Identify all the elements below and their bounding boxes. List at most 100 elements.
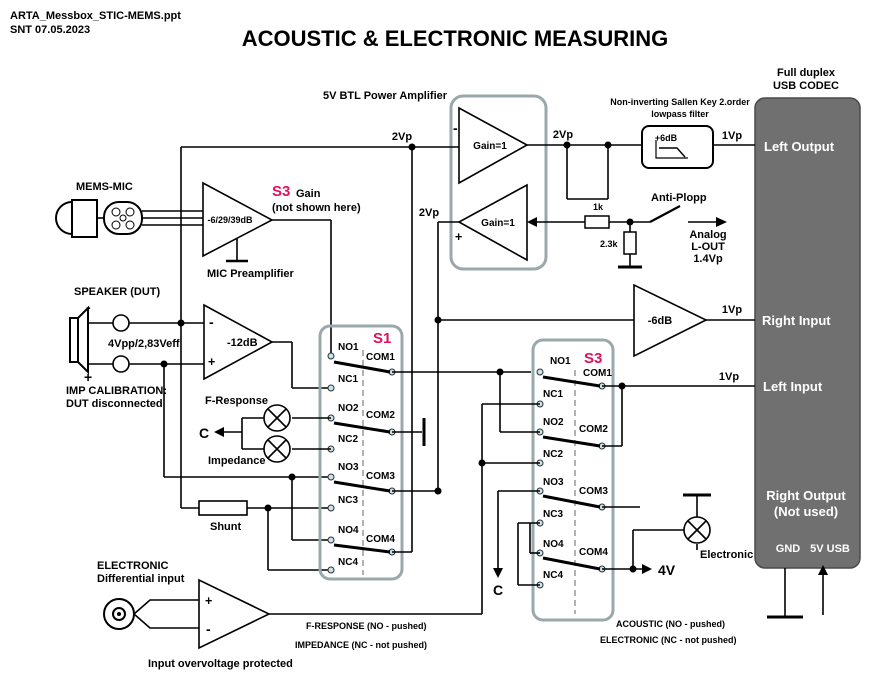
s1-no1: NO1 xyxy=(338,342,359,353)
s3-nc2: NC2 xyxy=(543,449,563,460)
s3-name: S3 xyxy=(584,350,602,367)
junction xyxy=(604,141,612,149)
s1-switch-4 xyxy=(333,543,391,554)
right-input-amp xyxy=(633,283,708,358)
arrow-c-left xyxy=(214,427,224,437)
s3-gain-note-2: (not shown here) xyxy=(272,202,361,214)
wire-diff-plus xyxy=(133,599,199,615)
imp-cal-1: IMP CALIBRATION: xyxy=(66,385,167,397)
author-date: SNT 07.05.2023 xyxy=(10,24,90,36)
power-amp-top-minus: - xyxy=(453,120,458,136)
lowpass-gain: +6dB xyxy=(655,133,678,143)
codec-left-output: Left Output xyxy=(764,139,835,154)
s3-com3: COM3 xyxy=(579,486,608,497)
mic-pin xyxy=(125,220,135,230)
s1-nc4-pin xyxy=(327,566,335,574)
s3-nc1: NC1 xyxy=(543,389,563,400)
resistor-2-3k-label: 2.3k xyxy=(600,239,619,249)
s1-no3-pin xyxy=(327,473,335,481)
right-input-level: 1Vp xyxy=(722,304,742,316)
codec-right-input: Right Input xyxy=(762,313,831,328)
speaker-plus: + xyxy=(84,369,92,385)
s3-gain-name: S3 xyxy=(272,183,290,200)
s3-com4: COM4 xyxy=(579,547,608,558)
power-amp-bottom-plus: + xyxy=(455,230,462,244)
s1-switch-1 xyxy=(333,360,391,374)
mic-pin xyxy=(111,220,121,230)
s3-no3: NO3 xyxy=(543,477,564,488)
c-right-label: C xyxy=(493,582,503,598)
s1-nc1: NC1 xyxy=(338,374,358,385)
anti-plopp-label: Anti-Plopp xyxy=(651,192,707,204)
s1-no1-pin xyxy=(327,352,335,360)
s1-com3: COM3 xyxy=(366,471,395,482)
mic-preamp xyxy=(202,181,274,258)
speaker-level: 4Vpp/2,83Veff xyxy=(108,338,180,350)
s1-com2: COM2 xyxy=(366,410,395,421)
jack-pin xyxy=(117,612,121,616)
arrow-into-pa xyxy=(527,217,537,227)
lowpass-response-curve xyxy=(659,147,686,158)
left-input-level: 1Vp xyxy=(719,371,739,383)
pa-in-bottom-level: 2Vp xyxy=(419,207,439,219)
s3-switch-1 xyxy=(542,375,601,388)
power-amp-bottom xyxy=(457,183,528,262)
lowpass-filter-box xyxy=(641,125,714,169)
legend-impedance: IMPEDANCE (NC - not pushed) xyxy=(295,640,427,650)
s3-switch-box xyxy=(531,338,615,622)
junction xyxy=(618,382,626,390)
mic-preamp-gain: -6/29/39dB xyxy=(207,215,253,225)
lowpass-label-1: Non-inverting Sallen Key 2.order xyxy=(610,97,750,107)
electronic-input-label-1: ELECTRONIC xyxy=(97,560,169,572)
s1-no4: NO4 xyxy=(338,525,359,536)
pa-out-level: 2Vp xyxy=(553,129,573,141)
impedance-label: Impedance xyxy=(208,455,265,467)
s1-nc4: NC4 xyxy=(338,557,358,568)
power-amp-top xyxy=(458,106,529,185)
s3-no4: NO4 xyxy=(543,539,564,550)
c-left-label: C xyxy=(199,425,209,441)
anti-plopp-switch xyxy=(649,205,681,223)
mic-capsule xyxy=(55,200,73,236)
lamp-cross xyxy=(267,439,287,459)
s3-gain-note-1: Gain xyxy=(296,188,321,200)
power-amp-bottom-gain: Gain=1 xyxy=(481,218,515,229)
s1-no2: NO2 xyxy=(338,403,359,414)
legend-acoustic: ACOUSTIC (NO - pushed) xyxy=(616,619,725,629)
analog-label-3: 1.4Vp xyxy=(693,253,723,265)
power-amp-top-gain: Gain=1 xyxy=(473,141,507,152)
speaker-label: SPEAKER (DUT) xyxy=(74,286,161,298)
resistor-1k xyxy=(584,215,610,229)
s1-nc1-pin xyxy=(327,384,335,392)
legend-f-response: F-RESPONSE (NO - pushed) xyxy=(306,621,427,631)
shunt-label: Shunt xyxy=(210,521,241,533)
arrow-4v xyxy=(642,564,652,574)
electronic-label: Electronic xyxy=(700,549,753,561)
speaker-cone xyxy=(77,305,89,375)
f-response-label: F-Response xyxy=(205,395,268,407)
lowpass-axes xyxy=(655,140,688,159)
analog-label-2: L-OUT xyxy=(691,241,725,253)
electronic-input-label-2: Differential input xyxy=(97,573,185,585)
s3-switch-3 xyxy=(542,494,601,509)
speaker-amp-gain: -12dB xyxy=(227,337,258,349)
s3-no1: NO1 xyxy=(550,356,571,367)
junction xyxy=(408,143,416,151)
legend-electronic: ELECTRONIC (NC - not pushed) xyxy=(600,635,737,645)
resistor-1k-label: 1k xyxy=(593,202,604,212)
s3-nc4: NC4 xyxy=(543,570,563,581)
resistor-2-3k xyxy=(623,231,637,255)
imp-cal-2: DUT disconnected xyxy=(66,398,163,410)
analog-label-1: Analog xyxy=(689,229,726,241)
s1-nc2: NC2 xyxy=(338,434,358,445)
right-input-amp-gain: -6dB xyxy=(648,315,673,327)
s1-switch-3 xyxy=(333,480,391,493)
speaker-amp-minus: - xyxy=(209,314,214,330)
usb-codec-block xyxy=(754,97,861,569)
mic-pin xyxy=(111,207,121,217)
s1-nc3-pin xyxy=(327,504,335,512)
mic-pin xyxy=(119,214,127,222)
wire-diff-minus xyxy=(133,613,199,629)
s3-switch-2 xyxy=(542,435,601,448)
lowpass-label-2: lowpass filter xyxy=(651,109,709,119)
